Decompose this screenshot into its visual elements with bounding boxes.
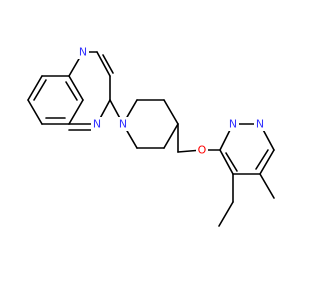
atom-symbol: O <box>198 144 207 157</box>
bond <box>255 149 269 170</box>
bond <box>65 81 78 101</box>
bond <box>102 54 114 74</box>
bond <box>225 152 238 172</box>
bond <box>27 99 43 125</box>
bond <box>33 79 47 101</box>
bond <box>68 99 84 125</box>
atom-symbol: N <box>93 118 101 131</box>
pyridazine-n2-label: N <box>254 117 266 131</box>
bond <box>96 51 111 77</box>
molecule-structure-diagram: N N N O N N <box>27 45 275 227</box>
pyridazine-n1-label: N <box>227 117 239 131</box>
atom-symbol: N <box>79 46 87 59</box>
bond <box>68 75 84 101</box>
atom-symbol: N <box>229 118 237 131</box>
quinoxaline-n4-label: N <box>91 117 103 131</box>
piperidine-n-label: N <box>117 117 129 131</box>
atom-label-layer: N N N O N N <box>77 45 266 157</box>
atom-symbol: N <box>256 118 264 131</box>
ether-o-label: O <box>196 143 208 157</box>
bond <box>163 99 179 125</box>
bond-layer <box>27 51 275 227</box>
atom-symbol: N <box>119 118 127 131</box>
bond <box>259 173 275 199</box>
bond <box>259 149 275 175</box>
quinoxaline-n1-label: N <box>77 45 89 59</box>
bond <box>27 75 43 101</box>
bond <box>219 149 234 175</box>
bond <box>218 201 234 227</box>
bond <box>163 123 179 149</box>
